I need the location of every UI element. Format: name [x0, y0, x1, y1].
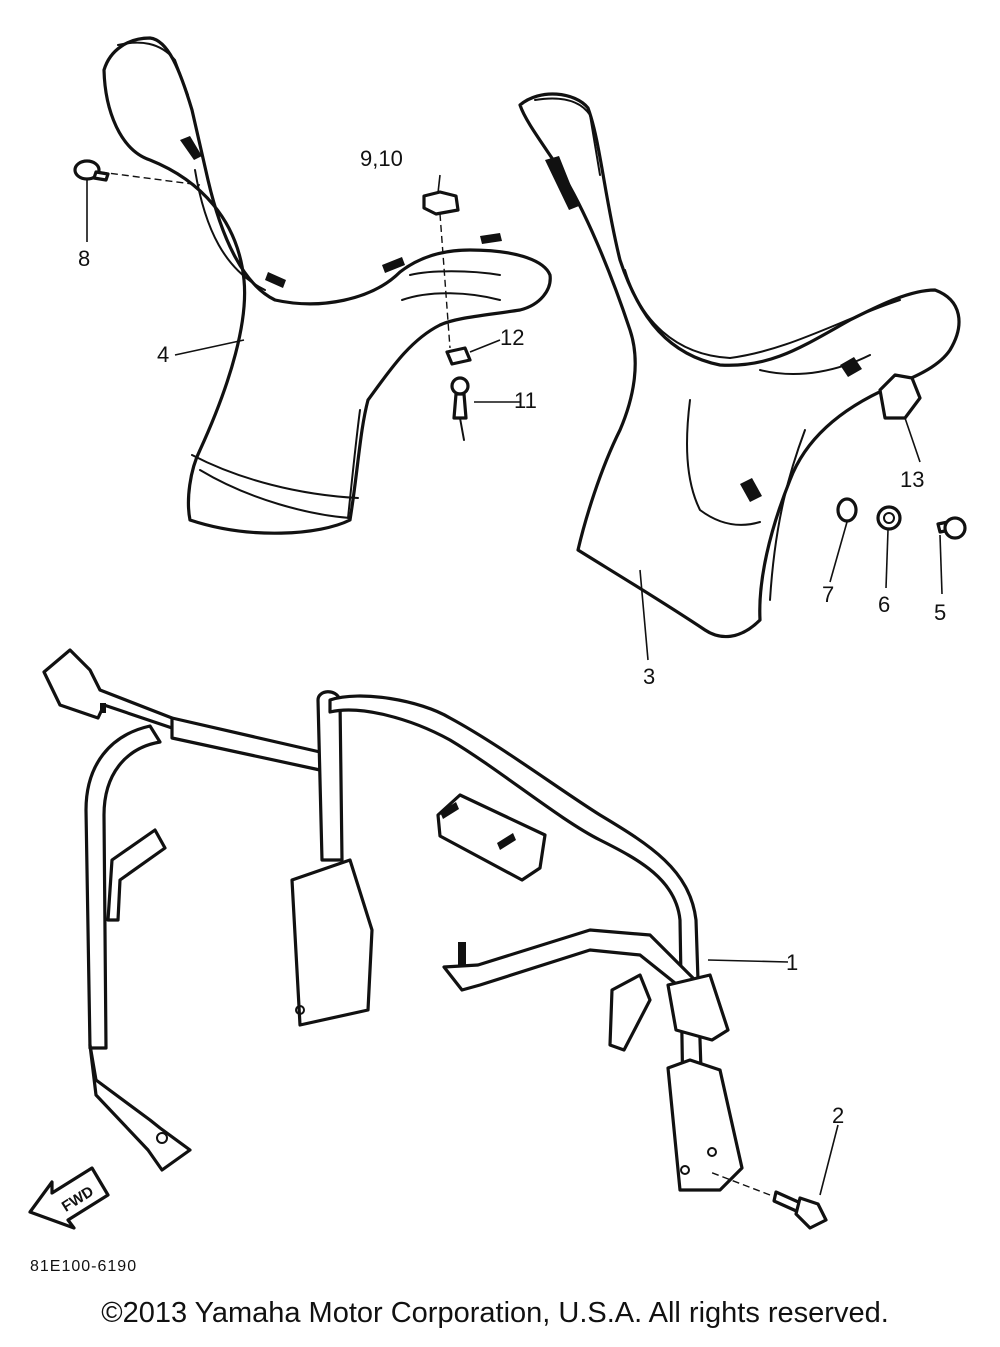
callout-13: 13: [900, 467, 924, 492]
part-11-rivet: [450, 376, 470, 441]
callout-3: 3: [643, 664, 655, 689]
callout-6: 6: [878, 592, 890, 617]
part-8-screw: [73, 159, 110, 182]
callout-4: 4: [157, 342, 169, 367]
fwd-arrow: FWD: [28, 1166, 110, 1230]
callout-12: 12: [500, 325, 524, 350]
callout-11: 11: [514, 388, 537, 413]
copyright-notice: ©2013 Yamaha Motor Corporation, U.S.A. A…: [101, 1297, 889, 1329]
part-5-screw: [936, 516, 967, 540]
part-13-clip: [878, 373, 922, 420]
callout-7: 7: [822, 582, 834, 607]
part-9-10-clip: [422, 190, 460, 216]
callout-1: 1: [786, 950, 798, 975]
part-4-left-cover: [102, 36, 552, 535]
part-6-nut: [876, 505, 902, 531]
part-1-frame: [42, 648, 744, 1192]
callout-8: 8: [78, 246, 90, 271]
callout-5: 5: [934, 600, 946, 625]
part-12-grommet: [445, 346, 472, 366]
callout-9-10: 9,10: [360, 146, 403, 171]
part-3-right-cover: [518, 92, 961, 639]
leader-lines: [86, 171, 943, 1196]
part-2-bolt: [772, 1190, 828, 1230]
callout-2: 2: [832, 1103, 844, 1128]
drawing-code: 81E100-6190: [30, 1258, 138, 1275]
part-7-washer: [836, 497, 858, 523]
